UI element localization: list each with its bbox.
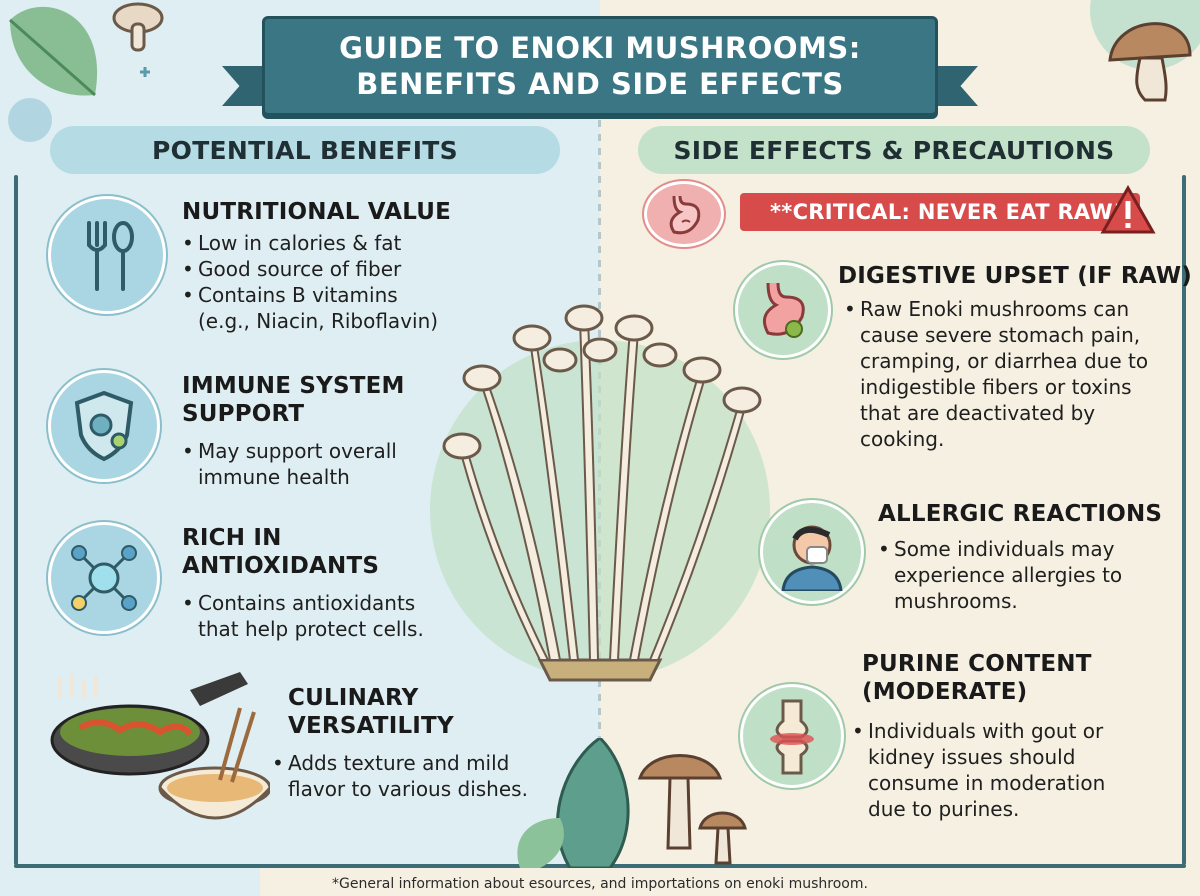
purine-line: kidney issues should [868, 745, 1076, 769]
digestive-line: indigestible fibers or toxins [860, 375, 1132, 399]
footer-note: *General information about esources, and… [332, 876, 868, 892]
nutritional-item: Low in calories & fat [182, 230, 472, 256]
inflamed-joint-icon [770, 699, 814, 775]
title-banner: GUIDE TO ENOKI MUSHROOMS: BENEFITS AND S… [222, 16, 978, 116]
purine-title: PURINE CONTENT (MODERATE) [862, 650, 1092, 706]
nutritional-title: NUTRITIONAL VALUE [182, 199, 452, 225]
small-mushroom-top-left-icon [112, 2, 164, 52]
title-box: GUIDE TO ENOKI MUSHROOMS: BENEFITS AND S… [262, 16, 938, 116]
allergic-line: mushrooms. [894, 589, 1018, 613]
footer-background [260, 868, 940, 896]
culinary-title-line-1: CULINARY [288, 685, 419, 711]
digestive-text: Raw Enoki mushrooms can cause severe sto… [844, 296, 1164, 452]
digestive-line: cooking. [860, 427, 945, 451]
bottom-leaves-mushrooms-icon [517, 738, 747, 868]
digestive-line: cramping, or diarrhea due to [860, 349, 1149, 373]
critical-warning-text: **CRITICAL: NEVER EAT RAW! [740, 193, 1140, 231]
immune-item-cont: immune health [198, 465, 350, 489]
nutritional-item: Good source of fiber [182, 256, 472, 282]
culinary-text: Adds texture and mild flavor to various … [272, 750, 572, 802]
shield-virus-icon [74, 390, 134, 462]
molecule-icon [71, 545, 137, 611]
culinary-item-cont: flavor to various dishes. [288, 777, 528, 801]
frame-right [1182, 175, 1186, 865]
side-effects-header: SIDE EFFECTS & PRECAUTIONS [638, 126, 1150, 174]
digestive-line: cause severe stomach pain, [860, 323, 1141, 347]
nutritional-icon-circle [48, 196, 166, 314]
antioxidants-title-line-2: ANTIOXIDANTS [182, 553, 380, 579]
fork-spoon-icon [87, 221, 134, 291]
purine-line: due to purines. [868, 797, 1020, 821]
enoki-mushroom-cluster-icon [430, 304, 770, 682]
title-line-1: GUIDE TO ENOKI MUSHROOMS: [339, 31, 861, 65]
purine-line: Individuals with gout or [852, 718, 1162, 744]
sad-stomach-icon [644, 181, 724, 247]
antioxidants-item-cont: that help protect cells. [198, 617, 424, 641]
stir-fry-pan-and-soup-bowl-icon [50, 672, 270, 820]
antioxidants-item: Contains antioxidants [182, 590, 482, 616]
purine-text: Individuals with gout or kidney issues s… [852, 718, 1162, 822]
antioxidants-title: RICH IN ANTIOXIDANTS [182, 524, 379, 580]
culinary-title: CULINARY VERSATILITY [288, 684, 454, 740]
decorative-leaves-icon [8, 6, 150, 142]
nutritional-item: Contains B vitamins [182, 282, 472, 308]
purine-icon-circle [740, 684, 844, 788]
nutritional-item-extra: (e.g., Niacin, Riboflavin) [198, 309, 439, 333]
immune-title-line-1: IMMUNE SYSTEM [182, 373, 405, 399]
title-line-2: BENEFITS AND SIDE EFFECTS [356, 67, 844, 101]
allergic-line: experience allergies to [894, 563, 1123, 587]
antioxidants-title-line-1: RICH IN [182, 525, 282, 551]
warning-triangle-icon [1100, 185, 1156, 234]
critical-warning-banner: **CRITICAL: NEVER EAT RAW! [644, 181, 1156, 247]
purine-line: consume in moderation [868, 771, 1106, 795]
nutritional-list: Low in calories & fat Good source of fib… [182, 230, 472, 334]
allergic-title: ALLERGIC REACTIONS [878, 501, 1163, 527]
purine-title-line-1: PURINE CONTENT [862, 651, 1092, 677]
digestive-line: Raw Enoki mushrooms can [844, 296, 1164, 322]
immune-text: May support overall immune health [182, 438, 482, 490]
sneezing-person-icon [781, 525, 843, 591]
digestive-line: that are deactivated by [860, 401, 1096, 425]
allergic-icon-circle [760, 500, 864, 604]
immune-title: IMMUNE SYSTEM SUPPORT [182, 372, 405, 428]
antioxidants-text: Contains antioxidants that help protect … [182, 590, 482, 642]
culinary-item: Adds texture and mild [272, 750, 572, 776]
immune-item: May support overall [182, 438, 482, 464]
purine-title-line-2: (MODERATE) [862, 679, 1028, 705]
immune-title-line-2: SUPPORT [182, 401, 305, 427]
antioxidants-icon-circle [48, 522, 160, 634]
immune-icon-circle [48, 370, 160, 482]
allergic-text: Some individuals may experience allergie… [878, 536, 1168, 614]
benefits-header: POTENTIAL BENEFITS [50, 126, 560, 174]
mushroom-top-right-icon [1090, 0, 1200, 102]
allergic-line: Some individuals may [878, 536, 1168, 562]
digestive-icon-circle [735, 262, 831, 358]
digestive-title: DIGESTIVE UPSET (IF RAW) [838, 263, 1193, 289]
stomach-pain-icon [762, 282, 805, 338]
culinary-title-line-2: VERSATILITY [288, 713, 454, 739]
frame-left [14, 175, 18, 865]
